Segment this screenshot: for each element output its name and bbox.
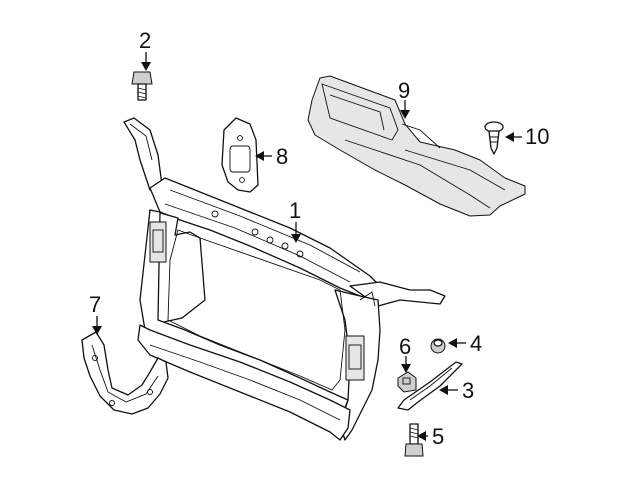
part-5-bolt bbox=[404, 423, 424, 457]
callout-6: 6 bbox=[399, 334, 412, 359]
callout-leaders bbox=[92, 52, 522, 441]
part-3-brace bbox=[397, 361, 463, 411]
callout-5: 5 bbox=[432, 424, 445, 449]
callout-9: 9 bbox=[398, 78, 411, 103]
part-8-gusset-plate bbox=[221, 117, 259, 193]
part-7-lower-bracket bbox=[81, 331, 169, 415]
callout-7: 7 bbox=[89, 292, 102, 317]
part-10-push-clip bbox=[484, 121, 504, 155]
callout-4: 4 bbox=[470, 331, 483, 356]
part-1-radiator-support bbox=[123, 117, 446, 441]
callout-2: 2 bbox=[139, 28, 152, 53]
callout-3: 3 bbox=[462, 378, 475, 403]
callout-8: 8 bbox=[276, 144, 289, 169]
part-9-upper-cover bbox=[307, 75, 526, 217]
callout-1: 1 bbox=[289, 198, 302, 223]
part-4-nut bbox=[430, 338, 446, 354]
callout-10: 10 bbox=[525, 124, 550, 149]
part-2-bolt bbox=[131, 71, 153, 101]
part-6-clip-nut bbox=[397, 371, 417, 393]
